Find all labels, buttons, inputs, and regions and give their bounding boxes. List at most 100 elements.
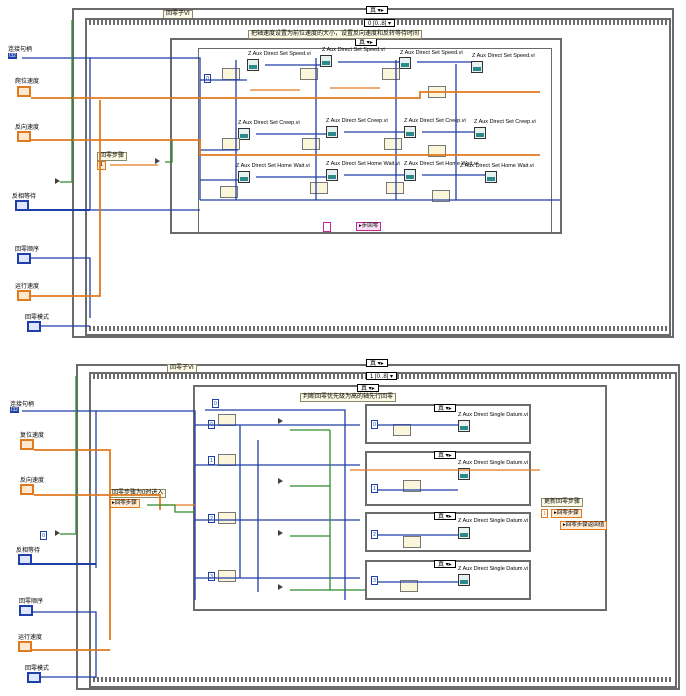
bottom-ctrl-2[interactable] [20,484,34,495]
top-ctrl-label-0: 连接句柄 [8,47,33,53]
top-vi-speed-2-label: Z Aux Direct Set Speed.vi [322,47,385,53]
top-vi-wait-4-label: Z Aux Direct Set Home Wait.vi [460,163,534,169]
bottom-ctrl-label-3: 反相等待 [16,548,41,554]
top-vi-speed-1-label: Z Aux Direct Set Speed.vi [248,51,311,57]
bottom-vi-datum-1[interactable] [458,420,470,432]
top-inner-frame [198,48,552,234]
top-small-case-7 [384,138,402,150]
bottom-vi-datum-3[interactable] [458,527,470,539]
top-step-const[interactable]: 1 [97,161,107,170]
top-bottom-indicator[interactable]: ▸步回零 [356,222,382,231]
bottom-vi-datum-3-label: Z Aux Direct Single Datum.vi [458,518,528,524]
bottom-case-selector-text: 真 [370,361,377,367]
top-vi-wait-1-label: Z Aux Direct Set Home Wait.vi [236,163,310,169]
bottom-subcase-1-sel[interactable]: 真 ▾▸ [434,404,456,412]
bottom-vi-datum-1-label: Z Aux Direct Single Datum.vi [458,412,528,418]
top-vi-speed-3-label: Z Aux Direct Set Speed.vi [400,50,463,56]
top-vi-wait-2-label: Z Aux Direct Set Home Wait.vi [326,161,400,167]
top-ctrl-4[interactable] [17,253,31,264]
bottom-ctrl-label-2: 反向速度 [20,478,45,484]
bottom-small-case-7 [218,512,236,524]
bottom-inner-case-selector[interactable]: 真 ▾▸ [357,384,379,392]
bottom-node-2 [278,478,283,484]
bottom-sequence-film-bottom [93,677,673,682]
top-case-selector[interactable]: 真 ▾▸ [366,6,388,14]
top-vi-speed-2[interactable] [320,55,332,67]
bottom-ctrl-label-6: 回零模式 [25,666,50,672]
top-small-case-11 [386,182,404,194]
top-vi-speed-1[interactable] [247,59,259,71]
top-ctrl-1[interactable] [17,86,31,97]
top-vi-creep-3-label: Z Aux Direct Set Creep.vi [404,118,466,124]
top-vi-creep-2[interactable] [326,126,338,138]
top-vi-speed-4-label: Z Aux Direct Set Speed.vi [472,53,535,59]
top-ctrl-label-6: 回零模式 [25,315,50,321]
top-comment: 把轴速度设置为前位速度的大小，设置反向速度和反转等待时间 [248,30,423,39]
bottom-inner-case-selector-text: 真 [361,386,368,392]
top-case-selector-text: 真 [370,8,377,14]
top-ctrl-label-1: 爬位速度 [15,79,40,85]
top-pink-const [323,222,331,232]
bottom-vi-datum-2-label: Z Aux Direct Single Datum.vi [458,460,528,466]
bottom-const-2: 2 [208,514,215,523]
bottom-update-ind-2[interactable]: ▸回零步骤返回值 [560,521,608,530]
bottom-const-top: 0 [212,399,219,408]
bottom-subcase-4-sel[interactable]: 真 ▾▸ [434,560,456,568]
bottom-case-selector[interactable]: 真 ▾▸ [366,359,388,367]
bottom-small-case-8 [218,570,236,582]
top-vi-wait-3[interactable] [404,169,416,181]
bottom-update-ind-2-text: 回零步骤返回值 [565,522,605,528]
top-ctrl-2[interactable] [17,131,31,142]
bottom-ctrl-label-1: 复位速度 [20,433,45,439]
top-ctrl-handle[interactable]: I32 [8,53,17,59]
bottom-step-const-left: 0 [40,531,47,540]
bottom-small-case-2 [403,480,421,492]
bottom-vi-datum-4[interactable] [458,574,470,586]
top-vi-speed-4[interactable] [471,61,483,73]
top-ctrl-label-4: 回零顺序 [15,247,40,253]
bottom-subcase-2-sel[interactable]: 真 ▾▸ [434,451,456,459]
top-const-0: 0 [204,74,211,83]
top-small-case-8 [428,145,446,157]
top-vi-creep-3[interactable] [404,126,416,138]
bottom-vi-datum-2[interactable] [458,468,470,480]
bottom-ctrl-label-4: 回零顺序 [19,599,44,605]
bottom-stack-selector[interactable]: 1 [0..8] ▾ [366,372,398,380]
top-ctrl-3[interactable] [15,200,29,211]
top-small-case-2 [300,68,318,80]
bottom-const-3: 3 [208,572,215,581]
bottom-node-3 [278,530,283,536]
top-stack-selector[interactable]: 0 [0..8] ▾ [364,19,396,27]
bottom-small-case-4 [400,580,418,592]
top-compare-node [155,158,160,164]
top-small-case-12 [432,190,450,202]
top-vi-wait-4[interactable] [485,171,497,183]
bottom-const-r3: 2 [371,530,378,539]
top-vi-wait-1[interactable] [238,171,250,183]
bottom-inner-case [193,385,607,611]
top-vi-creep-2-label: Z Aux Direct Set Creep.vi [326,118,388,124]
bottom-stack-selector-text: 1 [0..8] [370,374,389,380]
top-vi-wait-2[interactable] [326,169,338,181]
bottom-update-ind-1[interactable]: ▸回零步骤 [551,509,582,518]
top-vi-wait-3-label: Z Aux Direct Set Home Wait.vi [404,161,478,167]
bottom-update-title: 更新回零步骤 [541,498,584,507]
top-vi-creep-4[interactable] [474,127,486,139]
top-sequence-film-bottom [89,326,667,331]
bottom-ctrl-4[interactable] [19,605,33,616]
bottom-ctrl-5[interactable] [18,641,32,652]
top-ctrl-5[interactable] [17,290,31,301]
top-vi-speed-3[interactable] [399,57,411,69]
bottom-ctrl-label-5: 运行速度 [18,635,43,641]
bottom-ctrl-3[interactable] [18,554,32,565]
bottom-const-r1: 0 [371,420,378,429]
top-vi-creep-1[interactable] [238,128,250,140]
top-inner-case-selector-text: 真 [359,40,366,46]
top-small-case-9 [220,186,238,198]
bottom-ctrl-1[interactable] [20,439,34,450]
bottom-ctrl-label-0: 连接句柄 [10,402,35,408]
bottom-subcase-3-sel[interactable]: 真 ▾▸ [434,512,456,520]
top-small-case-10 [310,182,328,194]
bottom-ctrl-handle[interactable]: I32 [10,407,19,413]
